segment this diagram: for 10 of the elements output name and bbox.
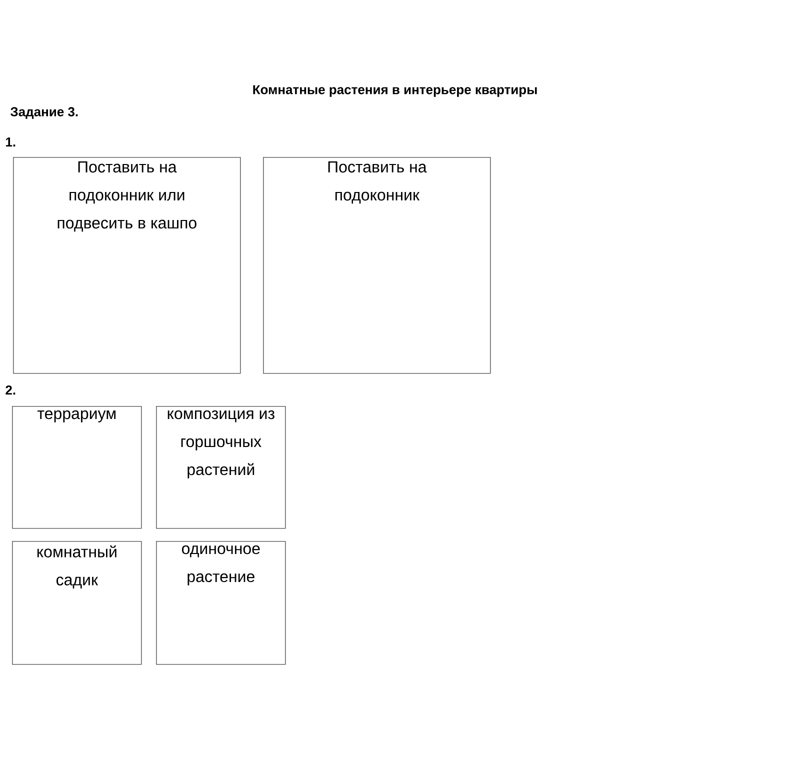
title: Комнатные растения в интерьере квартиры xyxy=(253,85,537,97)
answer-box: Поставить на подоконник xyxy=(263,157,491,374)
section-number: 2. xyxy=(6,385,16,395)
answer-box: композиция из горшочных растений xyxy=(156,406,286,529)
task-heading: Задание 3. xyxy=(10,107,78,119)
answer-box: одиночное растение xyxy=(156,541,286,665)
answer-box: террариум xyxy=(12,406,142,529)
answer-box: Поставить на подоконник или подвесить в кашпо xyxy=(13,157,241,374)
answer-box: комнатный садик xyxy=(12,541,142,665)
section-number: 1. xyxy=(6,138,16,146)
